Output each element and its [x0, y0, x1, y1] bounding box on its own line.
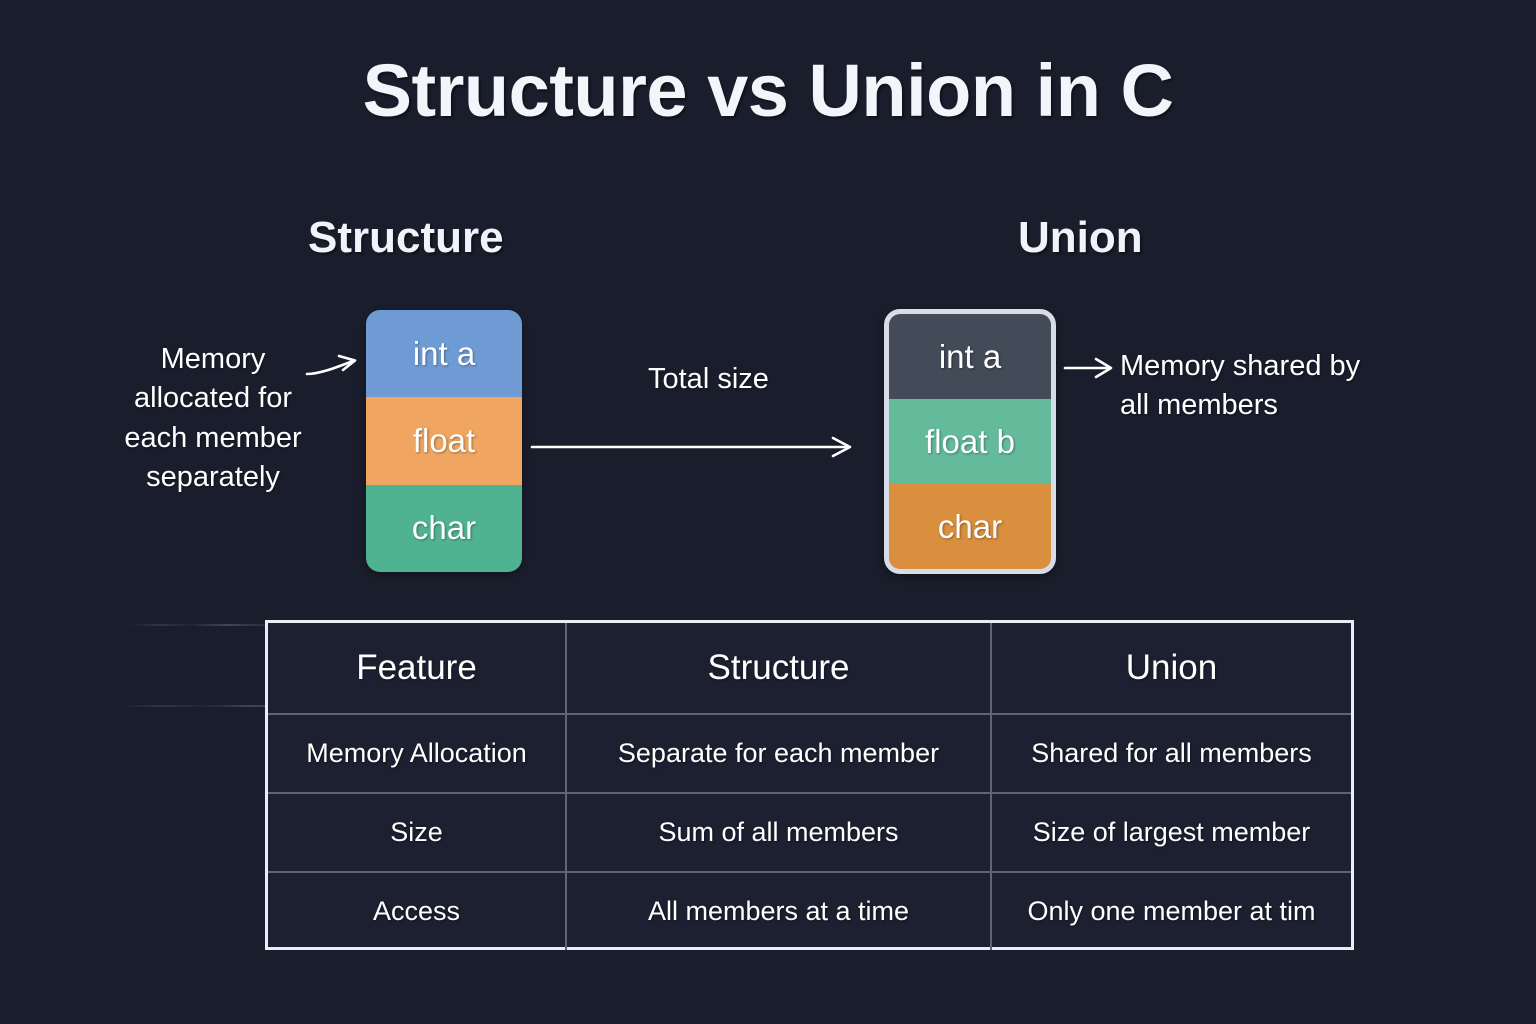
structure-segment-char-label: char [411, 509, 477, 547]
label-total-size: Total size [648, 363, 769, 395]
union-segment-int-label: int a [938, 337, 1002, 375]
union-segment-char: char [889, 484, 1051, 569]
table-row: Size Sum of all members Size of largest … [268, 792, 1351, 871]
structure-segment-float: float [366, 397, 522, 485]
structure-segment-float-label: float [412, 421, 476, 459]
structure-memory-block: int a float char [366, 310, 522, 572]
heading-union: Union [1018, 213, 1143, 262]
table-cell-structure: Sum of all members [565, 794, 990, 871]
structure-segment-int-label: int a [412, 334, 476, 372]
union-memory-block: int a float b char [884, 309, 1056, 574]
page-title: Structure vs Union in C [362, 49, 1174, 132]
table-header-union: Union [990, 623, 1351, 713]
table-row: Access All members at a time Only one me… [268, 871, 1351, 950]
table-cell-union: Size of largest member [990, 794, 1351, 871]
union-segment-int: int a [889, 314, 1051, 399]
table-cell-structure: Separate for each member [565, 715, 990, 792]
table-header-feature: Feature [356, 648, 477, 687]
table-header-row: Feature Structure Union [268, 623, 1351, 713]
table-row: Memory Allocation Separate for each memb… [268, 713, 1351, 792]
note-memory-shared: Memory shared by all members [1120, 350, 1361, 422]
table-cell-feature: Access [372, 896, 461, 926]
union-segment-float: float b [889, 399, 1051, 484]
background-artifact-line [120, 705, 360, 707]
background-artifact-line [128, 624, 308, 626]
comparison-table: Feature Structure Union Memory Allocatio… [265, 620, 1354, 950]
table-cell-feature: Memory Allocation [306, 738, 527, 768]
arrow-right-icon [305, 352, 363, 387]
table-cell-feature: Size [390, 817, 443, 847]
note-memory-allocated-separately: Memory allocated for each member separat… [124, 343, 302, 494]
union-segment-float-label: float b [925, 422, 1015, 460]
structure-segment-int: int a [366, 310, 522, 398]
heading-structure: Structure [308, 213, 504, 262]
table-cell-union: Only one member at tim [990, 873, 1351, 950]
arrow-right-icon [1063, 355, 1119, 386]
table-header-structure: Structure [565, 623, 990, 713]
table-cell-structure: All members at a time [565, 873, 990, 950]
long-arrow-right-icon [530, 434, 860, 465]
structure-segment-char: char [366, 484, 522, 572]
table-cell-union: Shared for all members [990, 715, 1351, 792]
union-segment-char-label: char [937, 507, 1003, 545]
